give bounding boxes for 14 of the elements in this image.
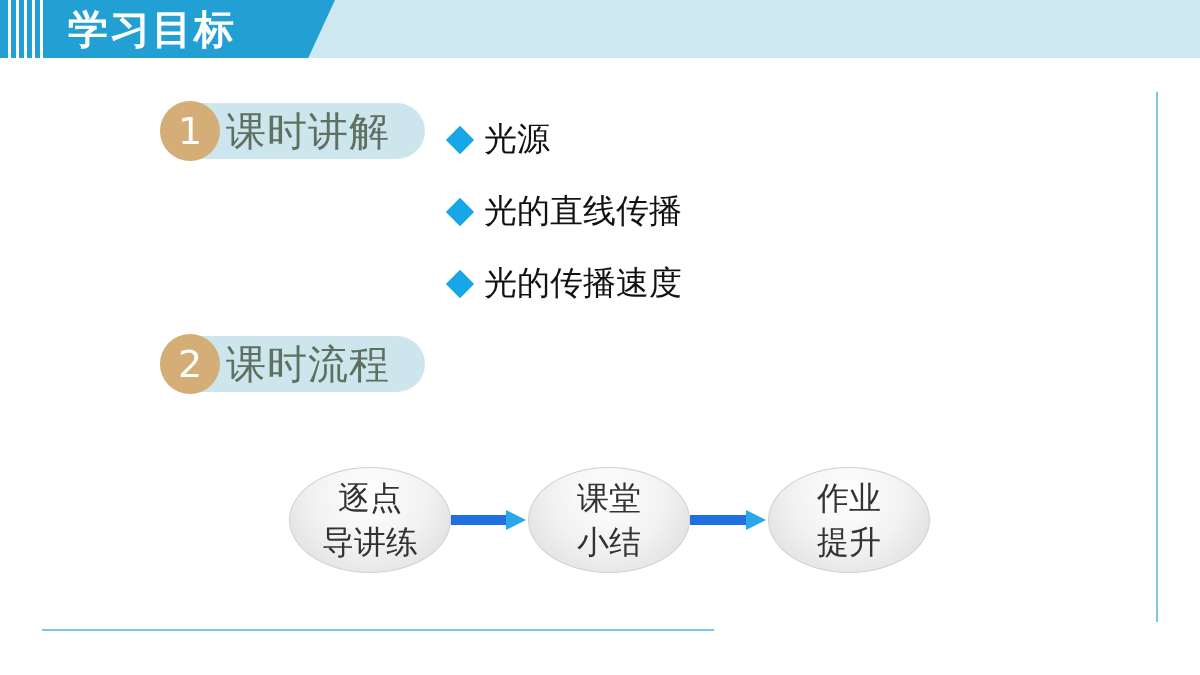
topic-item: 光源 bbox=[484, 118, 550, 160]
topic-item: 光的直线传播 bbox=[484, 190, 682, 232]
section-heading: 课时讲解 bbox=[226, 106, 390, 156]
step-text: 课堂 bbox=[577, 478, 641, 519]
slide-title: 学习目标 bbox=[68, 5, 236, 54]
topic-item: 光的传播速度 bbox=[484, 262, 682, 304]
section-heading: 课时流程 bbox=[226, 339, 390, 389]
arrow bbox=[451, 510, 526, 530]
step-text: 导讲练 bbox=[322, 522, 418, 563]
step-text: 作业 bbox=[817, 478, 881, 519]
arrow bbox=[690, 510, 766, 530]
step-text: 逐点 bbox=[338, 478, 402, 519]
step-text: 提升 bbox=[817, 522, 881, 563]
step-text: 小结 bbox=[577, 522, 641, 563]
